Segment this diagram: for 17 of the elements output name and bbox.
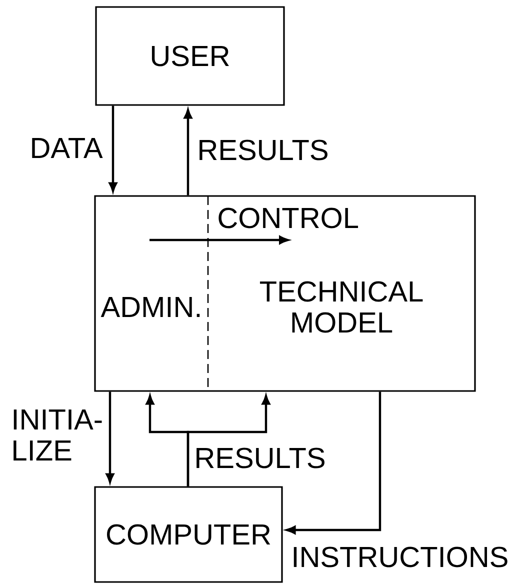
arrow: [186, 395, 270, 486]
edge-label: DATA: [32, 138, 103, 158]
arrow: [184, 109, 192, 196]
region-label: ADMIN.: [100, 297, 200, 317]
arrow: [108, 106, 118, 192]
box: COMPUTER: [94, 486, 283, 583]
edge-label: RESULTS: [200, 140, 328, 160]
edge-label: INSTRUCTIONS: [294, 546, 508, 568]
box: USER: [95, 6, 285, 106]
box: [94, 195, 476, 392]
arrow: [286, 392, 382, 534]
edge-label: RESULTS: [196, 448, 324, 468]
edge-label: INITIA- LIZE: [14, 410, 102, 460]
arrow: [150, 236, 289, 244]
edge-label: CONTROL: [218, 208, 358, 228]
arrow: [106, 392, 114, 483]
region-label: TECHNICAL MODEL: [260, 281, 423, 333]
